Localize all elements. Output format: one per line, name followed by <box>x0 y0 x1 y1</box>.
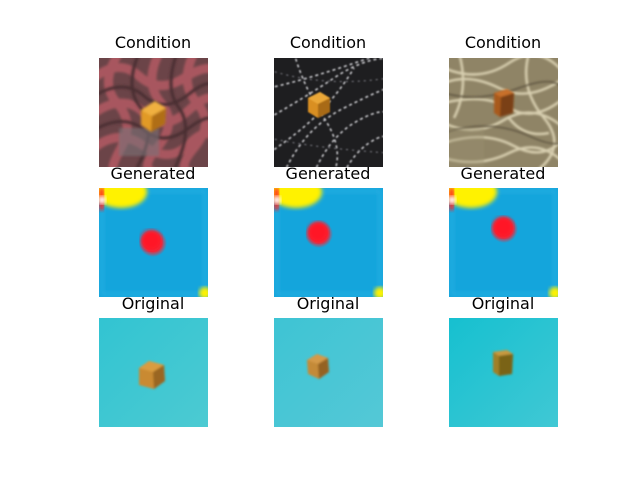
generated-title-2: Generated <box>285 164 371 183</box>
condition-title-2: Condition <box>289 33 367 52</box>
generated-title-1: Generated <box>110 164 196 183</box>
original-title-3: Original <box>471 294 535 313</box>
generated-image-3 <box>449 188 558 297</box>
condition-image-2 <box>274 58 383 167</box>
original-image-3 <box>449 318 558 427</box>
original-image-1 <box>99 318 208 427</box>
generated-image-1 <box>99 188 208 297</box>
generated-title-3: Generated <box>460 164 546 183</box>
condition-image-1 <box>99 58 208 167</box>
original-title-2: Original <box>296 294 360 313</box>
condition-image-3 <box>449 58 558 167</box>
generated-image-2 <box>274 188 383 297</box>
original-title-1: Original <box>121 294 185 313</box>
condition-title-1: Condition <box>114 33 192 52</box>
original-image-2 <box>274 318 383 427</box>
condition-title-3: Condition <box>464 33 542 52</box>
